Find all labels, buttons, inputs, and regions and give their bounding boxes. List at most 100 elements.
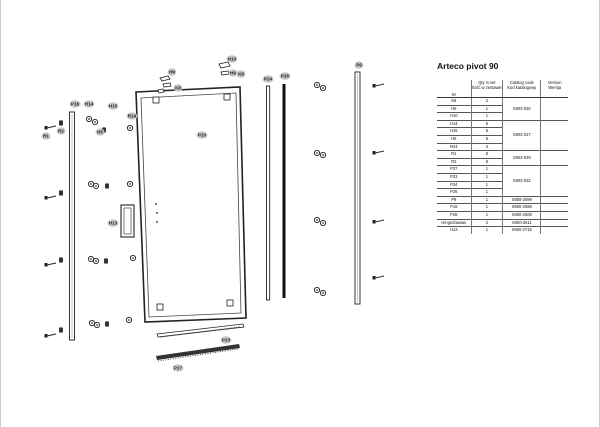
cell-catalog-code: S900-2715 [502, 226, 541, 234]
cell-qty: 4 [470, 142, 503, 151]
callout-p26: P26 [279, 72, 291, 80]
svg-text:P26: P26 [281, 74, 290, 79]
cell-qty: 8 [470, 150, 503, 159]
cell-nr: P24 [437, 180, 472, 189]
cell-nr: P18 [437, 203, 472, 212]
cell-version [540, 210, 568, 219]
svg-text:P27: P27 [174, 366, 183, 371]
fittings-right [313, 81, 327, 297]
cell-catalog-code: S903-029 [502, 150, 541, 166]
cell-nr: H14 [437, 119, 472, 128]
col-header-catalog: Catalog code Kod katalogowy [502, 80, 541, 98]
cell-qty: 6 [470, 119, 503, 128]
callout-k8-right: K8 [236, 70, 246, 78]
cell-catalog-code: S900-2599 [502, 195, 541, 204]
cell-version [540, 165, 568, 197]
parts-table: Nr Qty in set Ilość w zestawie Catalog c… [437, 80, 568, 234]
screws-r1-left [44, 125, 57, 338]
cell-qty: 6 [470, 134, 503, 144]
cell-qty: 1 [470, 188, 503, 197]
cell-nr: P23 [437, 172, 472, 182]
col-header-qty: Qty in set Ilość w zestawie [470, 80, 503, 98]
callout-h10: H10 [226, 55, 238, 63]
cell-version [540, 97, 568, 121]
cell-version [540, 218, 568, 227]
hinge-parts [157, 61, 231, 94]
svg-text:P24: P24 [264, 77, 273, 82]
wall-profile-p18 [69, 111, 75, 341]
cell-version [540, 226, 568, 234]
cell-qty: 1 [470, 104, 503, 113]
callout-p20: P20 [196, 131, 208, 139]
callout-p18: P18 [69, 100, 81, 108]
callout-r2: R2 [56, 127, 66, 135]
col-header-version-en: Version [547, 80, 562, 85]
cell-nr: H9 [437, 104, 472, 113]
cell-catalog-code: S900-2608 [502, 210, 541, 219]
callout-k8: K8 [173, 84, 183, 92]
callout-h14: H14 [83, 100, 95, 108]
callouts: P18 H14 H5 H15 R24 R1 R2 H9 K8 H10 K8 H9… [41, 55, 364, 372]
cell-qty: 1 [470, 165, 503, 174]
cell-nr: H15 [437, 127, 472, 136]
cell-version [540, 195, 568, 204]
svg-text:H13: H13 [109, 221, 118, 226]
svg-text:P18: P18 [71, 102, 80, 107]
callout-h9-right: H9 [228, 69, 238, 77]
cell-nr: K8 [437, 97, 472, 106]
screws-r1-right [372, 83, 385, 280]
cell-nr: P9 [437, 195, 472, 204]
col-header-nr: Nr [437, 80, 472, 98]
cell-catalog-code: S900-2611 [502, 218, 541, 227]
callout-h5: H5 [95, 128, 105, 136]
bottom-seal-p27 [156, 344, 240, 362]
cell-nr: R2 [437, 157, 472, 166]
seal-p26 [282, 84, 286, 298]
svg-text:H10: H10 [228, 57, 237, 62]
svg-text:P20: P20 [198, 133, 207, 138]
cell-nr: Hinge/Zawias [437, 218, 472, 227]
cell-qty: 2 [470, 218, 503, 227]
table-header-row: Nr Qty in set Ilość w zestawie Catalog c… [437, 80, 568, 98]
handle-h13 [120, 204, 135, 238]
cell-qty: 1 [470, 112, 503, 121]
exploded-assembly-diagram: P18 H14 H5 H15 R24 R1 R2 H9 K8 H10 K8 H9… [41, 55, 385, 372]
cell-qty: 1 [470, 226, 503, 234]
cell-qty: 1 [470, 180, 503, 189]
cell-qty: 6 [470, 127, 503, 136]
svg-text:H14: H14 [85, 102, 94, 107]
callout-p27: P27 [172, 364, 184, 372]
callout-p23: P23 [220, 336, 232, 344]
cell-catalog-code: S903-032 [502, 165, 541, 197]
svg-text:H5: H5 [97, 130, 103, 135]
svg-text:K8: K8 [175, 86, 181, 91]
product-title: Arteco pivot 90 [437, 61, 499, 71]
cell-catalog-code: S903-026 [502, 97, 541, 121]
cell-qty: 1 [470, 210, 503, 219]
cell-version [540, 203, 568, 212]
cell-nr: H13 [437, 226, 472, 234]
cell-catalog-code: S903-027 [502, 119, 541, 151]
callout-h15: H15 [107, 102, 119, 110]
callout-r24: R24 [126, 112, 138, 120]
cell-version [540, 150, 568, 166]
callout-p9: P9 [354, 61, 364, 69]
svg-text:P9: P9 [356, 63, 362, 68]
svg-text:R2: R2 [58, 129, 64, 134]
cell-qty: 1 [470, 195, 503, 204]
cell-nr: R24 [437, 142, 472, 151]
cell-qty: 2 [470, 97, 503, 106]
wall-profile-p9 [354, 71, 361, 305]
cell-nr: R1 [437, 150, 472, 159]
